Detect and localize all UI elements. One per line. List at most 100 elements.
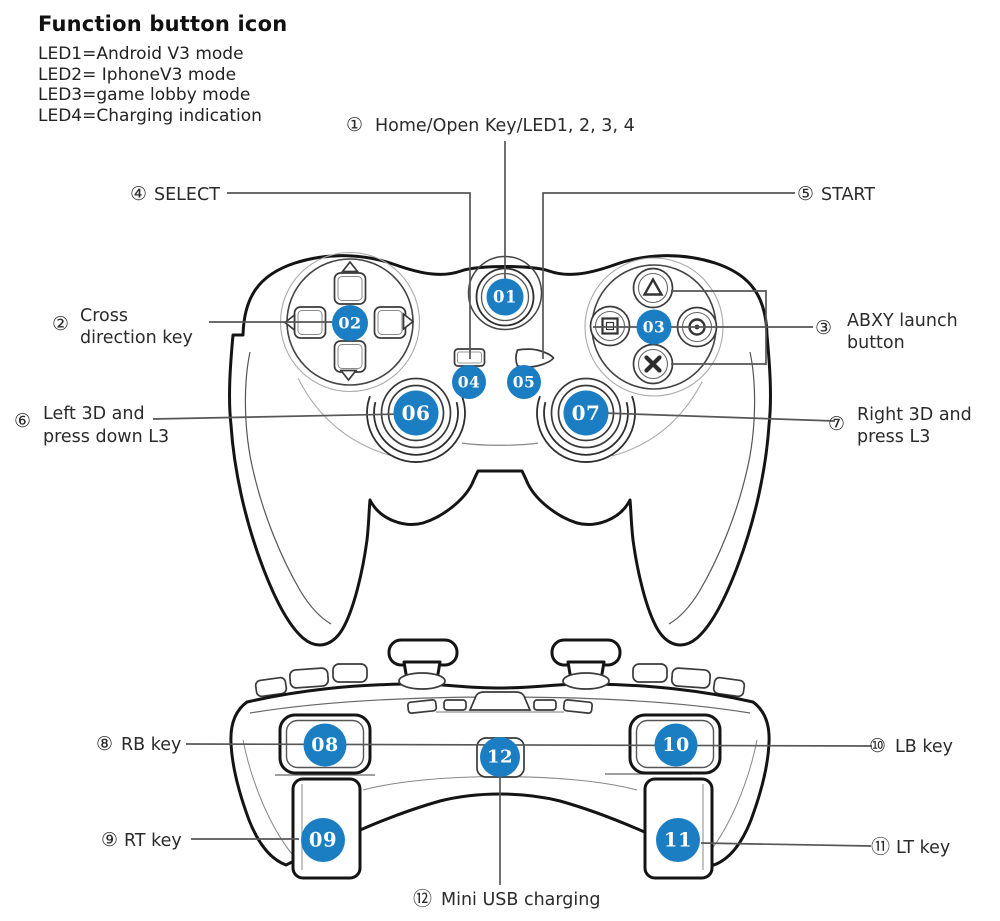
bridge-seam: [461, 442, 539, 446]
badge-04: 04: [452, 365, 486, 399]
badge-08: 08: [303, 723, 347, 767]
badge-06: 06: [393, 390, 439, 436]
edge-bump: [254, 676, 288, 698]
front-badges: 01 02 03 04 05 06: [332, 278, 672, 436]
led-legend-line: LED1=Android V3 mode: [38, 44, 244, 64]
badge-01: 01: [486, 278, 524, 316]
dpad-up-key-inner: [337, 276, 363, 301]
right-grip-seam: [668, 351, 756, 625]
badge-06-number: 06: [402, 401, 431, 425]
rb-label-text: RB key: [121, 735, 181, 755]
edge-bump: [632, 663, 668, 683]
label-lb: ⑩ LB key: [869, 735, 953, 757]
left-stick-label-line2: press down L3: [43, 427, 169, 447]
abxy-leader-bracket: [593, 290, 813, 365]
edge-bump: [332, 663, 368, 683]
label-rt: ⑨ RT key: [101, 829, 182, 851]
x-button-icon: [644, 355, 662, 373]
usb-label-text: Mini USB charging: [441, 890, 600, 910]
led-legend-line: LED3=game lobby mode: [38, 85, 251, 105]
right-stick-base-arc: [543, 401, 629, 456]
usb-label-index: ⑫: [413, 888, 432, 910]
badge-04-number: 04: [458, 373, 481, 392]
start-label-text: START: [821, 185, 875, 205]
face-seam-right: [611, 381, 703, 457]
cross-label-line1: Cross: [80, 306, 128, 326]
page-title: Function button icon: [38, 12, 288, 36]
start-edge-bump: [533, 699, 557, 711]
label-abxy: ③ ABXY launch button: [815, 311, 958, 353]
abxy-label-line1: ABXY launch: [847, 311, 958, 331]
lt-label-index: ⑪: [871, 836, 890, 858]
header: Function button icon LED1=Android V3 mod…: [38, 12, 287, 126]
front-labels: ① Home/Open Key/LED1, 2, 3, 4 ④ SELECT ⑤…: [14, 114, 972, 447]
left-stick-base-arc-outer: [366, 395, 466, 463]
edge-wing-left: [407, 699, 438, 714]
badge-02-number: 02: [338, 314, 361, 333]
gamepad-front-view: [228, 251, 772, 647]
dpad-right-arrow-icon: [402, 312, 415, 331]
dpad-down-arrow-icon: [339, 369, 358, 382]
select-edge-bump: [443, 699, 467, 711]
home-button-edge-bump: [468, 691, 532, 711]
left-stick-collar: [398, 672, 446, 690]
home-label-index: ①: [346, 114, 363, 136]
cross-label-index: ②: [52, 313, 69, 335]
rt-label-index: ⑨: [101, 829, 118, 851]
lb-button-inner: [635, 719, 715, 769]
badge-03-number: 03: [643, 318, 666, 337]
label-home: ① Home/Open Key/LED1, 2, 3, 4: [346, 114, 635, 136]
lt-leader-line: [700, 842, 872, 847]
square-button-inner: [594, 310, 626, 342]
shoulder-leader-line: [185, 743, 873, 747]
lt-label-text: LT key: [896, 838, 950, 858]
lb-label-index: ⑩: [869, 735, 886, 757]
start-button: [515, 348, 555, 368]
badge-03: 03: [636, 309, 672, 345]
abxy-label-index: ③: [815, 317, 832, 339]
edge-bump: [670, 667, 712, 689]
rt-label-text: RT key: [124, 831, 182, 851]
dpad-down-key-inner: [337, 344, 363, 369]
right-stick-label-line1: Right 3D and: [857, 405, 972, 425]
badge-01-number: 01: [493, 288, 517, 307]
face-seam-left: [297, 377, 393, 457]
left-stick-base-arc: [373, 401, 459, 456]
top-edge-leader-lines: [185, 743, 873, 885]
dpad-up-arrow-icon: [340, 260, 360, 273]
gamepad-top-edge-view: [229, 638, 771, 880]
right-stick-label-line2: press L3: [857, 427, 930, 447]
edge-wing-right: [562, 699, 593, 714]
right-stick-leader-line: [602, 412, 836, 422]
badge-08-number: 08: [311, 734, 338, 756]
label-rb: ⑧ RB key: [96, 733, 181, 755]
badge-10: 10: [654, 723, 698, 767]
left-stick-leader-line: [152, 413, 405, 420]
x-button-inner: [637, 348, 669, 380]
led-legend: LED1=Android V3 mode LED2= IphoneV3 mode…: [38, 44, 287, 126]
cross-label-line2: direction key: [80, 328, 193, 348]
label-right-stick: ⑦ Right 3D and press L3: [828, 405, 972, 447]
label-cross: ② Cross direction key: [52, 306, 193, 348]
triangle-button: [632, 267, 674, 309]
start-leader-line: [542, 192, 795, 359]
badge-10-number: 10: [662, 734, 689, 756]
square-button-icon-inner: [605, 321, 615, 331]
dpad-up-key: [333, 272, 367, 305]
badge-12-number: 12: [487, 747, 513, 768]
abxy-cluster: [589, 267, 718, 385]
top-edge-labels: ⑧ RB key ⑨ RT key ⑩ LB key ⑪ LT key ⑫ Mi…: [96, 733, 953, 910]
select-leader-line: [227, 192, 471, 359]
lb-label-text: LB key: [895, 737, 953, 757]
square-button-icon: [601, 317, 619, 335]
edge-bump: [288, 667, 330, 689]
badge-05: 05: [507, 365, 541, 399]
select-label-index: ④: [130, 183, 147, 205]
left-grip-seam: [244, 351, 332, 625]
badge-12: 12: [480, 737, 520, 777]
label-usb: ⑫ Mini USB charging: [413, 888, 600, 910]
square-button: [589, 305, 631, 347]
badge-09: 09: [301, 818, 345, 862]
badge-11-number: 11: [664, 829, 692, 852]
